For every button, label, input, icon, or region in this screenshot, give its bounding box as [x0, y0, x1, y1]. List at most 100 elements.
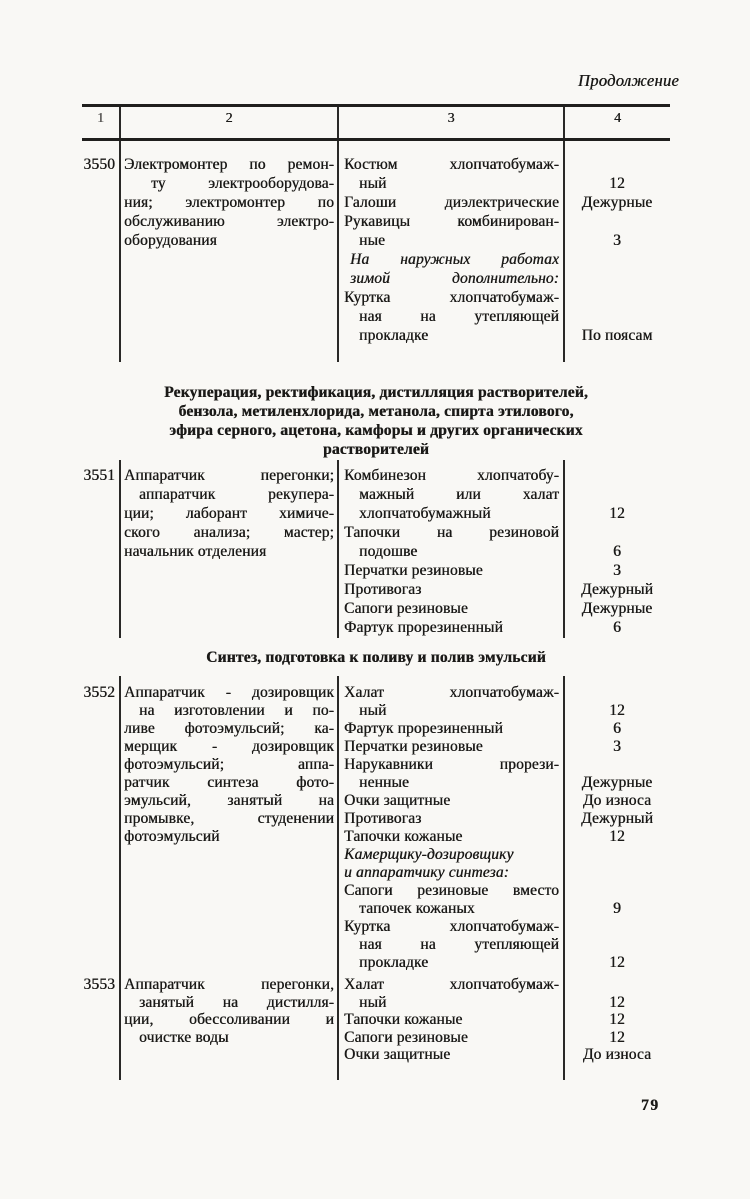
norm-value: 12 — [609, 993, 625, 1011]
column-number-4: 4 — [614, 111, 621, 126]
equipment-text-line: Сапоги резиновые — [344, 600, 468, 617]
table-top-rule — [82, 104, 670, 107]
equipment-text-line: мажный или халат — [359, 486, 559, 503]
norm-value: 6 — [613, 619, 621, 636]
norm-value: Дежурные — [581, 600, 653, 617]
profession-text-line: Аппаратчик - дозировщик — [124, 684, 334, 701]
equipment-text-line: зимой дополнительно: — [350, 270, 559, 287]
equipment-text-line: ные — [359, 232, 386, 249]
equipment-text-line: и аппаратчику синтеза: — [344, 864, 509, 881]
section-heading: Синтез, подготовка к поливу и полив эмул… — [82, 648, 670, 667]
row-number: 3552 — [83, 684, 115, 701]
equipment-text-line: Сапоги резиновые — [344, 1028, 468, 1046]
equipment-text-line: ный — [359, 702, 387, 719]
norm-value: Дежурный — [580, 810, 654, 827]
table-row-line: обслуживанию электро-Рукавицы комбиниров… — [60, 212, 670, 231]
table-row-line: ции; лаборант химиче-хлопчатобумажный 12 — [60, 504, 670, 523]
table-row-line: Фартук прорезиненный 6 — [60, 618, 670, 637]
table-row-line: Куртка хлопчатобумаж- — [60, 288, 670, 307]
equipment-text-line: Перчатки резиновые — [344, 562, 483, 579]
equipment-text-line: Нарукавники прорези- — [344, 756, 559, 773]
equipment-text-line: прокладке — [359, 327, 429, 344]
equipment-text-line: прокладке — [359, 954, 429, 971]
equipment-text-line: Рукавицы комбинирован- — [344, 213, 559, 230]
norm-value: 12 — [609, 1028, 625, 1046]
norm-value: 3 — [613, 562, 621, 579]
equipment-text-line: Галоши диэлектрические — [344, 194, 559, 211]
equipment-text-line: ная на утепляющей — [359, 308, 559, 325]
table-row-line: прокладке 12 — [60, 954, 670, 972]
equipment-text-line: Фартук прорезиненный — [344, 720, 503, 737]
norm-value: До износа — [582, 1046, 652, 1063]
equipment-text-line: Очки защитные — [344, 792, 451, 809]
table-row-line: Сапоги резиновые Дежурные — [60, 599, 670, 618]
column-divider — [119, 460, 121, 638]
norm-value: 12 — [609, 175, 625, 192]
equipment-text-line: Перчатки резиновые — [344, 738, 483, 755]
column-divider — [563, 141, 565, 362]
table-header-rule — [82, 138, 670, 141]
equipment-text-line: Халат хлопчатобумаж- — [344, 976, 559, 993]
table-row-line: аппаратчик рекупера-мажный или халат — [60, 485, 670, 504]
equipment-text-line: Тапочки на резиновой — [344, 524, 559, 541]
norm-value: 12 — [609, 1011, 625, 1028]
equipment-text-line: Комбинезон хлопчатобу- — [344, 467, 559, 484]
table-row-line: фотоэмульсий; аппа-Нарукавники прорези- — [60, 756, 670, 774]
section-heading-line: Синтез, подготовка к поливу и полив эмул… — [206, 649, 546, 666]
column-divider — [337, 460, 339, 638]
profession-text-line: ции, обессоливании и — [124, 1011, 334, 1028]
section-heading-line: Рекуперация, ректификация, дистилляция р… — [164, 384, 588, 401]
equipment-text-line: Фартук прорезиненный — [344, 619, 503, 636]
continuation-label: Продолжение — [577, 71, 679, 90]
table-row-line: Перчатки резиновые 3 — [60, 561, 670, 580]
table-row-line: ная на утепляющей — [60, 307, 670, 326]
norm-value: 6 — [613, 543, 621, 560]
column-number-1: 1 — [97, 111, 104, 126]
profession-text-line: ции; лаборант химиче- — [124, 505, 334, 522]
column-divider — [119, 107, 121, 138]
table-row-line: зимой дополнительно: — [60, 269, 670, 288]
row-number: 3553 — [83, 976, 115, 993]
equipment-text-line: хлопчатобумажный — [359, 505, 491, 522]
norm-value: 12 — [609, 954, 625, 971]
profession-text-line: на изготовлении и по- — [139, 702, 334, 719]
section-heading-line: растворителей — [322, 441, 430, 458]
equipment-text-line: Противогаз — [344, 581, 422, 598]
section-heading-line: эфира серного, ацетона, камфоры и других… — [169, 422, 583, 439]
equipment-text-line: ненные — [359, 774, 409, 791]
norm-value: 12 — [609, 505, 625, 522]
table-row-line: Сапоги резиновые вместо — [60, 882, 670, 900]
profession-text-line: ния; электромонтер по — [124, 194, 334, 211]
profession-text-line: Аппаратчик перегонки; — [124, 467, 334, 484]
equipment-text-line: Тапочки кожаные — [344, 828, 463, 845]
column-divider — [119, 676, 121, 1080]
norm-value: 9 — [613, 900, 621, 917]
column-number-3: 3 — [447, 111, 455, 126]
norm-value: 3 — [613, 738, 621, 755]
row-number: 3550 — [83, 156, 115, 173]
norm-value: Дежурные — [581, 194, 653, 211]
profession-text-line: мерщик - дозировщик — [124, 738, 334, 755]
table-row-line: На наружных работах — [60, 250, 670, 269]
table-row: 3551 Аппаратчик перегонки; Комбинезон хлоп… — [60, 466, 670, 637]
equipment-text-line: Сапоги резиновые вместо — [344, 882, 559, 899]
column-number-2: 2 — [225, 111, 233, 126]
table-row-line: ского анализа; мастер;Тапочки на резинов… — [60, 523, 670, 542]
profession-text-line: ливе фотоэмульсий; ка- — [124, 720, 334, 737]
norm-value: 12 — [609, 828, 625, 845]
section-heading-line: бензола, метиленхлорида, метанола, спирт… — [178, 403, 574, 420]
equipment-text-line: ный — [359, 993, 387, 1011]
row-number: 3551 — [83, 467, 115, 484]
norm-value: 6 — [613, 720, 621, 737]
